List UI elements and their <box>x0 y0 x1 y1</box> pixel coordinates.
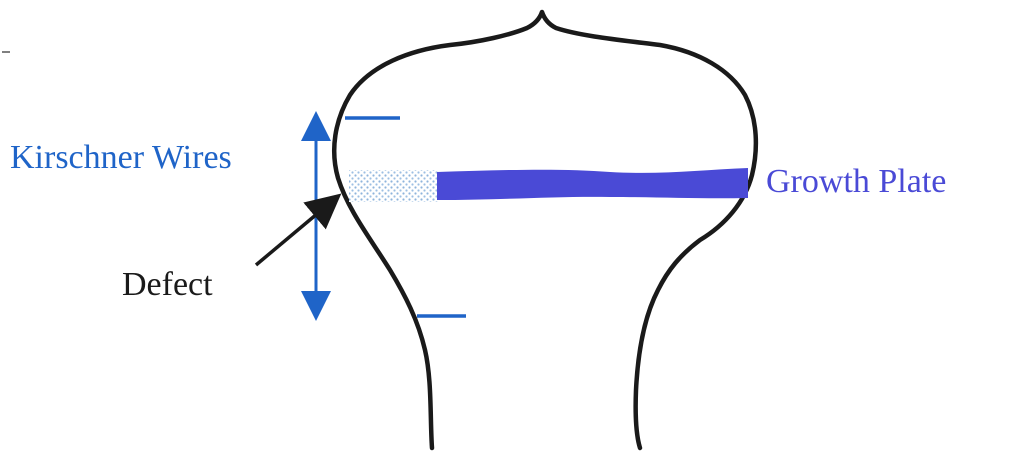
label-defect: Defect <box>122 266 213 303</box>
defect-region <box>349 170 438 202</box>
label-growth-plate: Growth Plate <box>766 163 946 200</box>
growth-plate <box>437 168 748 200</box>
bone-outline <box>334 12 756 448</box>
defect-arrow <box>256 198 336 265</box>
label-kirschner-wires: Kirschner Wires <box>10 139 232 176</box>
